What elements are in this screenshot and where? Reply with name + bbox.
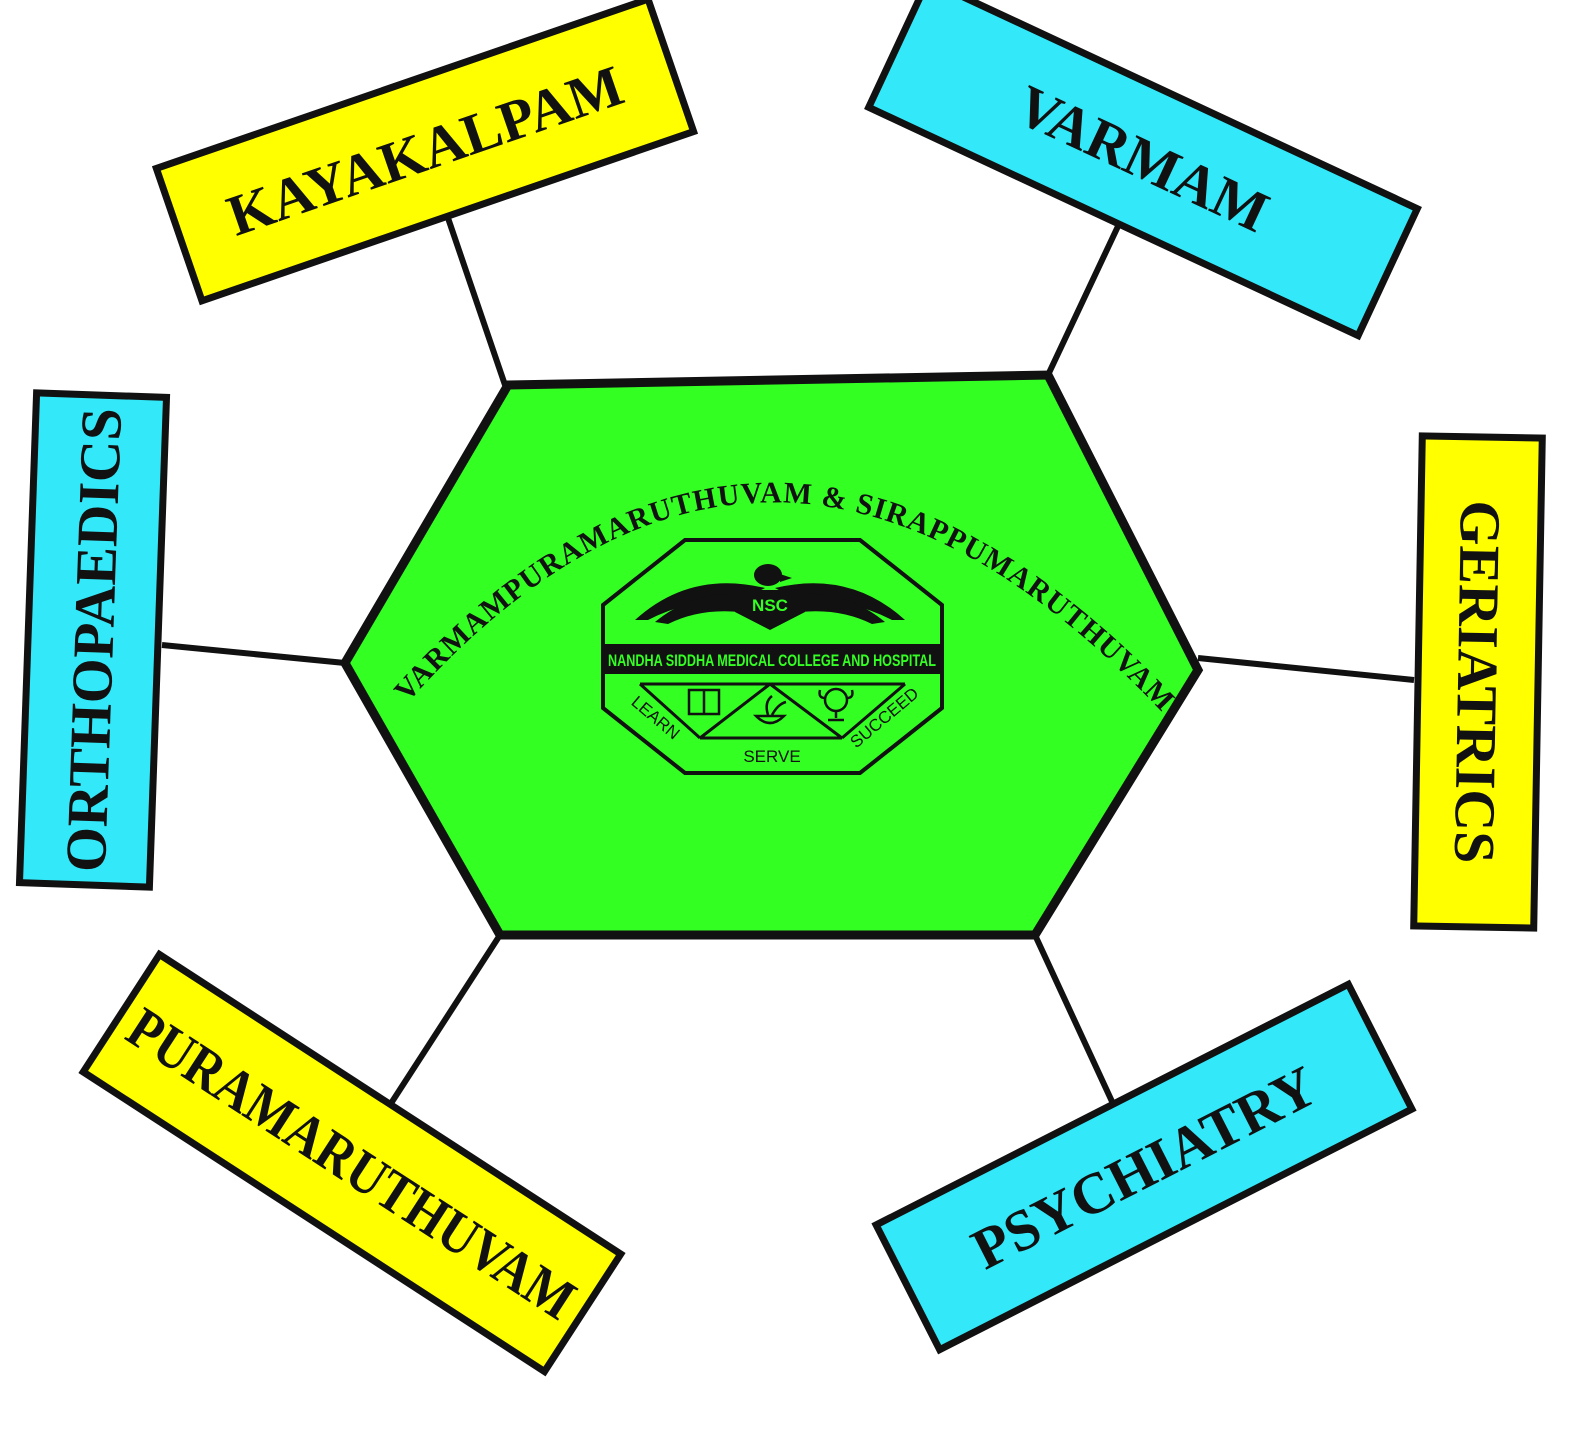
connector-geriatrics [1197,655,1415,683]
logo-banner-text: NANDHA SIDDHA MEDICAL COLLEGE AND HOSPIT… [608,651,936,670]
herb-bowl-icon [752,695,788,725]
connector-psychiatry [1032,933,1118,1110]
branch-orthopaedics: ORTHOPAEDICS [15,389,171,891]
logo-banner [603,644,942,674]
motto-serve: SERVE [743,747,800,766]
trophy-icon [818,687,854,722]
puramaruthuvam-label: PURAMARUTHUVAM [116,995,588,1333]
connector-varmam [1045,220,1123,377]
connector-orthopaedics [161,642,346,666]
puramaruthuvam-box [78,949,626,1377]
kayakalpam-box [151,0,699,306]
book-icon [687,688,721,716]
branch-puramaruthuvam: PURAMARUTHUVAM [78,949,626,1377]
orthopaedics-label: ORTHOPAEDICS [53,407,134,873]
logo-monogram: NSC [752,596,788,615]
branch-geriatrics: GERIATRICS [1410,432,1546,932]
logo-motto-panels [638,682,906,740]
connector-lines [161,217,1415,1110]
eagle-icon [635,564,905,624]
orthopaedics-box [15,389,171,891]
connector-kayakalpam [445,217,508,386]
nsc-shield [735,590,805,630]
geriatrics-box [1410,432,1546,932]
psychiatry-box [871,979,1417,1355]
branch-kayakalpam: KAYAKALPAM [151,0,699,306]
branch-psychiatry: PSYCHIATRY [871,979,1417,1355]
connector-puramaruthuvam [385,933,503,1110]
branch-varmam: VARMAM [864,0,1422,341]
varmam-box [864,0,1422,341]
logo-octagon [601,538,944,775]
geriatrics-label: GERIATRICS [1442,500,1513,864]
